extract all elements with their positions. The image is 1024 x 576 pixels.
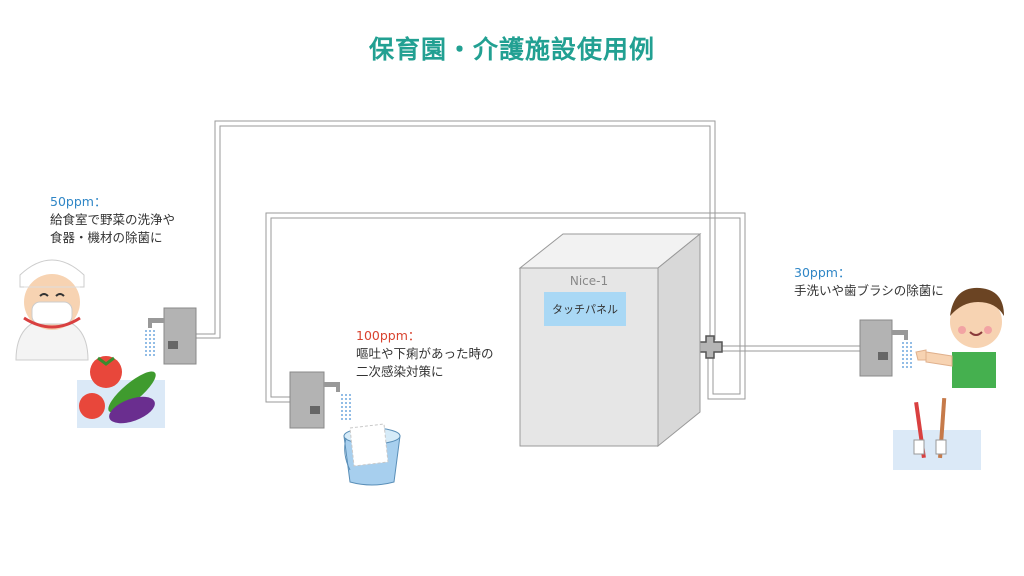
desc-kitchen-line2: 食器・機材の除菌に — [50, 230, 163, 245]
water-stream-hands — [902, 342, 912, 370]
label-kitchen: 50ppm： 給食室で野菜の洗浄や 食器・機材の除菌に — [50, 193, 175, 247]
dispenser-kitchen — [148, 307, 197, 365]
water-stream-vomit — [341, 394, 351, 422]
toothbrush-illustration — [893, 397, 981, 470]
desc-vomit-line1: 嘔吐や下痢があった時の — [356, 346, 494, 361]
machine-name: Nice-1 — [570, 274, 608, 288]
vegetables-illustration — [77, 356, 165, 428]
child-illustration — [915, 287, 1004, 388]
touch-panel[interactable] — [544, 292, 626, 326]
ppm-kitchen: 50ppm： — [50, 194, 107, 209]
label-hands: 30ppm： 手洗いや歯ブラシの除菌に — [794, 264, 944, 300]
pipe-network — [196, 120, 860, 403]
page-title: 保育園・介護施設使用例 — [368, 35, 655, 64]
kitchen-staff-illustration — [15, 259, 89, 361]
touch-panel-label: タッチパネル — [552, 303, 618, 316]
dispenser-hands — [859, 319, 908, 377]
nice-1-machine — [518, 232, 702, 448]
ppm-vomit: 100ppm： — [356, 328, 421, 343]
label-vomit: 100ppm： 嘔吐や下痢があった時の 二次感染対策に — [356, 327, 494, 381]
bucket-illustration — [343, 423, 401, 486]
desc-kitchen-line1: 給食室で野菜の洗浄や — [50, 212, 176, 227]
dispenser-vomit — [289, 371, 340, 429]
desc-vomit-line2: 二次感染対策に — [356, 364, 444, 379]
water-stream-kitchen — [145, 330, 155, 358]
ppm-hands: 30ppm： — [794, 265, 851, 280]
pipe-cross-connector — [697, 335, 723, 359]
desc-hands-line1: 手洗いや歯ブラシの除菌に — [794, 283, 944, 298]
